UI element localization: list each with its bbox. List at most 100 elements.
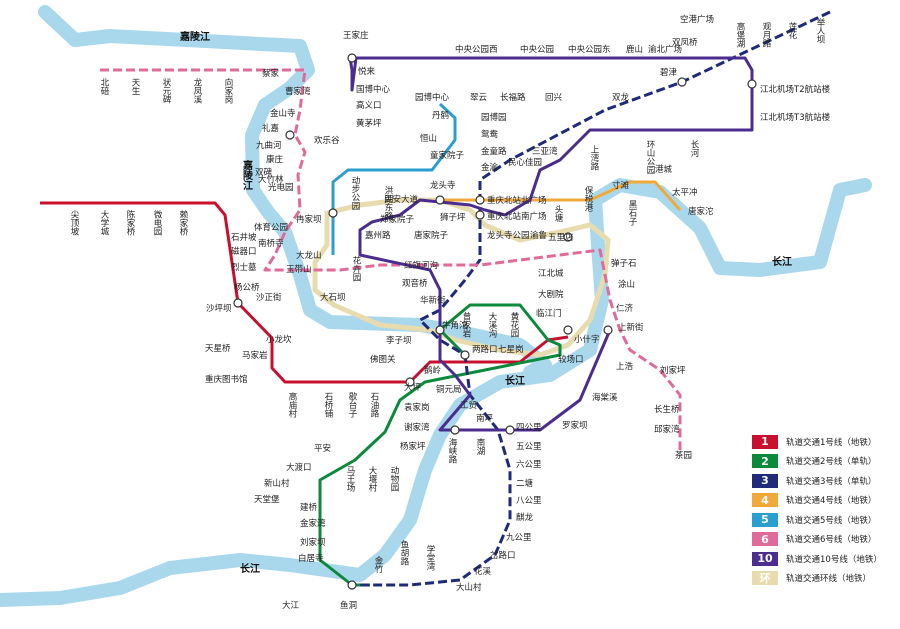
- station-label[interactable]: 环山公园: [645, 140, 655, 175]
- station-label[interactable]: 大龙山: [296, 250, 322, 261]
- station-label[interactable]: 江北机场T3航站楼: [760, 112, 831, 123]
- station-label[interactable]: 李子坝: [386, 335, 412, 346]
- station-label[interactable]: 红旗河沟: [404, 260, 438, 271]
- station-label[interactable]: 丹鹤: [432, 110, 449, 121]
- station-label[interactable]: 大山村: [456, 582, 482, 593]
- station-label[interactable]: 童家院子: [430, 150, 465, 161]
- station-label[interactable]: 蔡家: [262, 68, 280, 79]
- station-label[interactable]: 碧津: [660, 67, 678, 78]
- station-label[interactable]: 双碑: [255, 167, 273, 178]
- station-marker[interactable]: [460, 350, 470, 360]
- station-label[interactable]: 尖顶坡: [69, 209, 79, 236]
- station-marker[interactable]: [405, 377, 415, 387]
- station-label[interactable]: 花溪: [474, 566, 492, 577]
- station-label[interactable]: 大坪: [404, 382, 422, 393]
- station-label[interactable]: 大渡口: [286, 462, 312, 473]
- station-label[interactable]: 鱼洞: [340, 600, 357, 611]
- station-marker[interactable]: [563, 325, 573, 335]
- station-label[interactable]: 重庆图书馆: [205, 374, 248, 385]
- station-label[interactable]: 动物园: [389, 465, 399, 492]
- station-label[interactable]: 空港广场: [680, 14, 714, 25]
- station-label[interactable]: 悦来: [358, 66, 376, 77]
- station-label[interactable]: 回兴: [545, 93, 563, 103]
- station-label[interactable]: 两路口: [472, 344, 498, 355]
- station-label[interactable]: 较场口: [558, 354, 584, 365]
- station-label[interactable]: 工贸: [460, 400, 477, 411]
- station-label[interactable]: 三亚湾: [532, 146, 558, 157]
- station-label[interactable]: 高义口: [356, 100, 382, 111]
- station-marker[interactable]: [603, 325, 613, 335]
- station-label[interactable]: 铜元局: [436, 384, 462, 395]
- station-label[interactable]: 保税港: [583, 185, 593, 212]
- station-label[interactable]: 双龙: [612, 92, 630, 103]
- station-label[interactable]: 龙头寺公园: [487, 230, 530, 241]
- station-label[interactable]: 金家湾: [300, 518, 326, 529]
- station-label[interactable]: 举人坝: [815, 17, 825, 44]
- station-label[interactable]: 大剧院: [538, 289, 564, 300]
- station-marker[interactable]: [328, 208, 338, 218]
- station-label[interactable]: 高庙村: [287, 391, 297, 417]
- station-label[interactable]: 头塘: [553, 204, 563, 223]
- station-label[interactable]: 大堰村: [367, 465, 377, 491]
- station-label[interactable]: 长生桥: [654, 404, 680, 415]
- station-label[interactable]: 国博中心: [356, 84, 391, 95]
- station-label[interactable]: 天堂堡: [254, 494, 280, 505]
- station-label[interactable]: 二塘: [516, 478, 534, 489]
- station-marker[interactable]: [677, 77, 687, 87]
- station-label[interactable]: 嘉州路: [365, 230, 391, 241]
- station-label[interactable]: 鹿山: [626, 44, 643, 55]
- station-marker[interactable]: [563, 232, 573, 242]
- station-label[interactable]: 烈士墓: [231, 262, 257, 273]
- station-label[interactable]: 麒龙: [516, 512, 534, 523]
- station-label[interactable]: 天生: [130, 78, 140, 95]
- station-label[interactable]: 大溪沟: [487, 311, 497, 338]
- station-label[interactable]: 动步公园: [350, 175, 360, 211]
- station-label[interactable]: 谢家湾: [404, 422, 430, 433]
- station-label[interactable]: 微电园: [152, 209, 162, 236]
- station-label[interactable]: 上湾路: [589, 145, 599, 171]
- station-label[interactable]: 陈家桥: [125, 209, 135, 236]
- station-label[interactable]: 中央公园: [520, 44, 554, 55]
- station-label[interactable]: 弹子石: [611, 258, 637, 269]
- station-label[interactable]: 海峡路: [447, 437, 457, 464]
- station-label[interactable]: 礼嘉: [262, 123, 279, 134]
- station-label[interactable]: 南湖: [475, 437, 485, 456]
- station-label[interactable]: 黄花园: [509, 311, 519, 338]
- station-label[interactable]: 长福路: [500, 92, 526, 103]
- station-label[interactable]: 港城: [655, 164, 673, 175]
- station-label[interactable]: 高堡湖: [735, 21, 745, 48]
- station-label[interactable]: 涂山: [618, 279, 635, 290]
- station-label[interactable]: 马王场: [345, 466, 355, 492]
- station-label[interactable]: 袁家岗: [404, 402, 430, 413]
- station-label[interactable]: 七星岗: [498, 344, 524, 355]
- station-label[interactable]: 六公里: [516, 459, 542, 470]
- station-label[interactable]: 仁济: [616, 303, 634, 314]
- station-label[interactable]: 洪湖东路: [383, 185, 393, 221]
- station-label[interactable]: 玉带山: [286, 264, 312, 275]
- station-label[interactable]: 黑石子: [627, 200, 637, 226]
- station-label[interactable]: 龙凤溪: [192, 77, 202, 104]
- station-label[interactable]: 金竹: [373, 555, 383, 574]
- station-label[interactable]: 九公里: [506, 533, 532, 543]
- station-label[interactable]: 体育公园: [254, 222, 288, 233]
- station-label[interactable]: 沙正街: [256, 292, 282, 303]
- station-label[interactable]: 翠云: [470, 93, 488, 103]
- station-marker[interactable]: [347, 580, 357, 590]
- station-label[interactable]: 临江门: [536, 308, 562, 319]
- station-label[interactable]: 大学城: [99, 209, 109, 236]
- station-label[interactable]: 冉家坝: [296, 214, 322, 225]
- station-label[interactable]: 大江: [282, 600, 300, 611]
- station-label[interactable]: 金山寺: [270, 108, 296, 119]
- station-label[interactable]: 九曲河: [256, 140, 282, 151]
- station-label[interactable]: 沙坪坝: [206, 304, 232, 314]
- station-label[interactable]: 中央公园西: [455, 44, 498, 55]
- station-label[interactable]: 歇台子: [347, 391, 357, 417]
- station-label[interactable]: 茶园: [675, 450, 692, 461]
- station-label[interactable]: 曹家湾: [285, 86, 311, 97]
- station-label[interactable]: 长河: [689, 139, 699, 157]
- station-label[interactable]: 欢乐谷: [314, 135, 340, 146]
- station-label[interactable]: 天星桥: [205, 343, 231, 354]
- station-label[interactable]: 康庄: [266, 154, 284, 165]
- station-label[interactable]: 牛角沱: [442, 320, 468, 331]
- station-marker[interactable]: [450, 425, 460, 435]
